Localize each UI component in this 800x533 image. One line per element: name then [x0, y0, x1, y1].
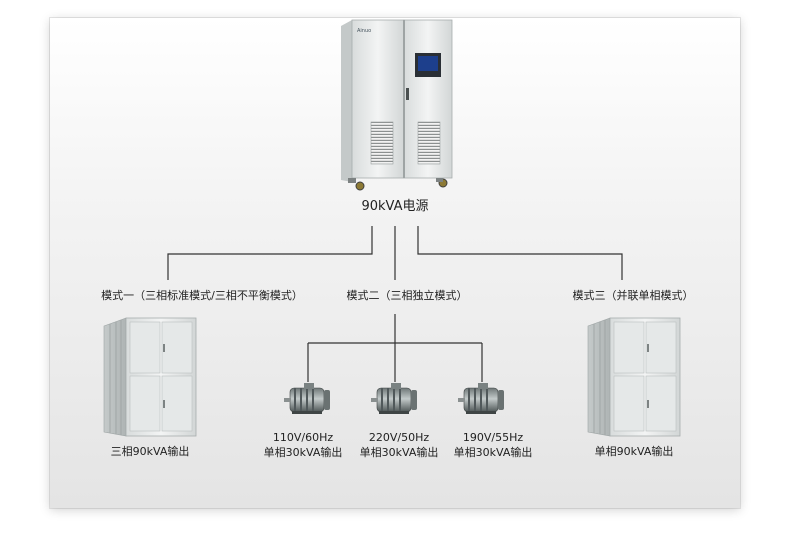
motor-icon: [283, 382, 331, 415]
motor-3-rating: 190V/55Hz: [463, 431, 523, 444]
mode3-output-label: 单相90kVA输出: [595, 444, 674, 458]
motor-icon: [457, 382, 505, 415]
motor-1-output: 单相30kVA输出: [264, 445, 343, 459]
mode1-output-label: 三相90kVA输出: [111, 444, 190, 458]
power-cabinet-icon: Ainuo: [341, 19, 453, 191]
connector-lines: [167, 226, 623, 382]
brand-logo: Ainuo: [357, 28, 371, 34]
connector-mode3: [417, 226, 623, 280]
mode2-label: 模式二（三相独立模式）: [347, 288, 468, 302]
motor-1-rating: 110V/60Hz: [273, 431, 333, 444]
motor-2-rating: 220V/50Hz: [369, 431, 429, 444]
motor-icon: [370, 382, 418, 415]
storage-cabinet-icon: [103, 317, 197, 437]
motor-3-output: 单相30kVA输出: [454, 445, 533, 459]
mode3-label: 模式三（并联单相模式）: [573, 288, 694, 302]
source-label: 90kVA电源: [361, 199, 428, 214]
mode1-label: 模式一（三相标准模式/三相不平衡模式）: [101, 288, 303, 302]
connector-mode1: [167, 226, 373, 280]
motor-2-output: 单相30kVA输出: [360, 445, 439, 459]
storage-cabinet-icon: [587, 317, 681, 437]
